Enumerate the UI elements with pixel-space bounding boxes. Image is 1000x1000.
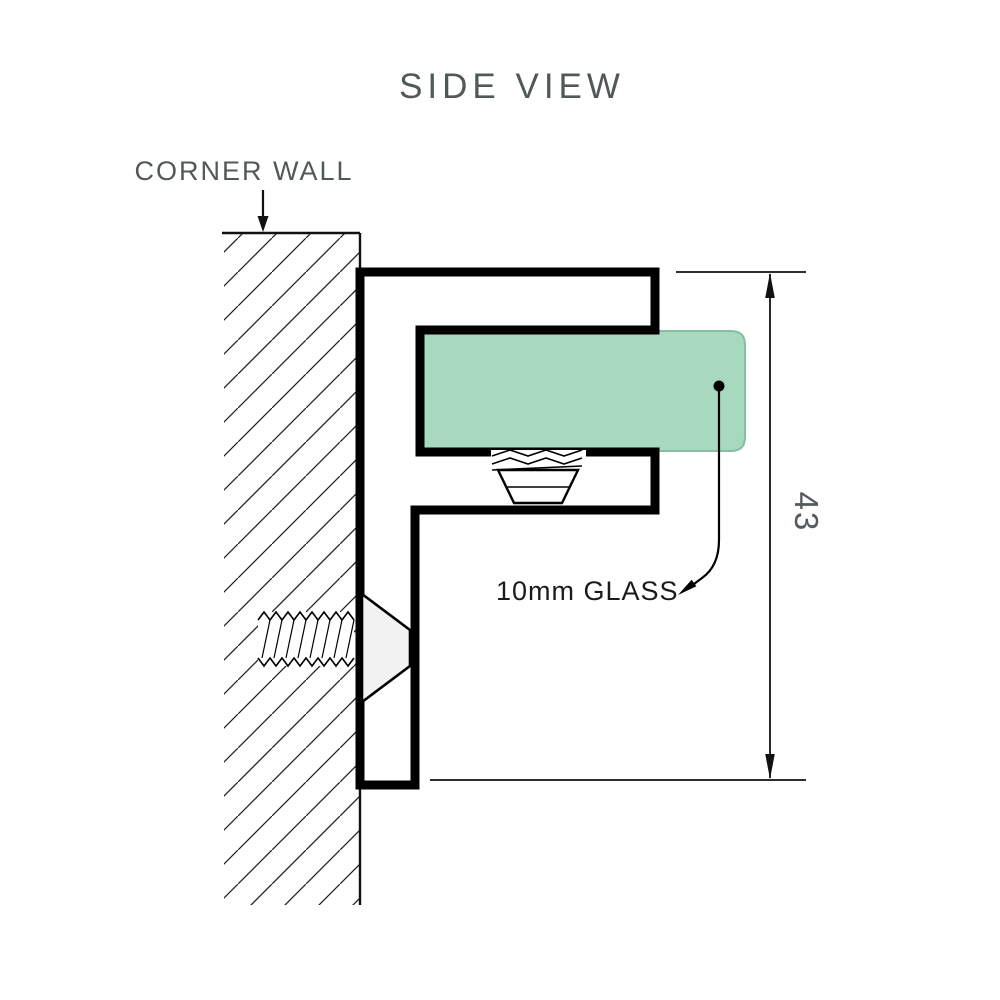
- dimension-arrow-bottom: [765, 754, 775, 779]
- dimension-arrow-top: [765, 273, 775, 298]
- dimension-label: 43: [788, 492, 825, 533]
- corner-wall-label: CORNER WALL: [134, 156, 353, 186]
- diagram-title: SIDE VIEW: [399, 67, 625, 106]
- screw-head: [360, 591, 412, 705]
- glass-label: 10mm GLASS: [496, 576, 679, 606]
- corner-wall-arrow: [257, 190, 269, 232]
- glass-leader-arrow: [678, 579, 697, 595]
- grub-screw: [491, 449, 586, 505]
- wall-screw-thread: [257, 610, 355, 668]
- wall-hatch: [224, 234, 359, 905]
- dimension-extension-lines: [430, 271, 806, 781]
- glass-leader-line: [689, 386, 721, 588]
- bracket-profile: [355, 267, 660, 790]
- glass-panel: [419, 330, 746, 452]
